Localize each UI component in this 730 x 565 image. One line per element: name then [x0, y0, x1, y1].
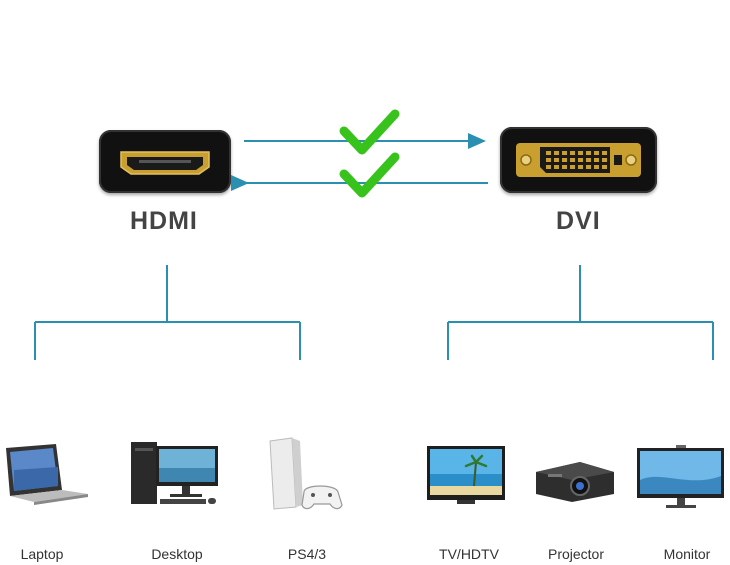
dvi-connector-icon [516, 143, 641, 177]
device-label-monitor: Monitor [663, 546, 711, 562]
device-label-tv: TV/HDTV [439, 546, 499, 562]
laptop-icon [6, 444, 88, 505]
hdmi-port [99, 130, 231, 193]
tv-icon [427, 446, 505, 504]
device-label-laptop: Laptop [20, 546, 64, 562]
hdmi-tree-lines [34, 265, 301, 360]
check-icon [339, 152, 400, 198]
hdmi-connector-icon [120, 151, 210, 175]
game-console-icon [269, 437, 343, 510]
projector-icon [536, 462, 614, 502]
dvi-tree-lines [447, 265, 714, 360]
desktop-icon [131, 442, 218, 504]
check-icon [339, 109, 400, 155]
device-label-desktop: Desktop [151, 546, 203, 562]
device-label-ps4: PS4/3 [287, 546, 327, 562]
dvi-label: DVI [556, 207, 601, 235]
monitor-icon [637, 445, 724, 508]
hdmi-label: HDMI [130, 207, 198, 235]
dvi-port [500, 127, 657, 193]
device-label-projector: Projector [547, 546, 605, 562]
